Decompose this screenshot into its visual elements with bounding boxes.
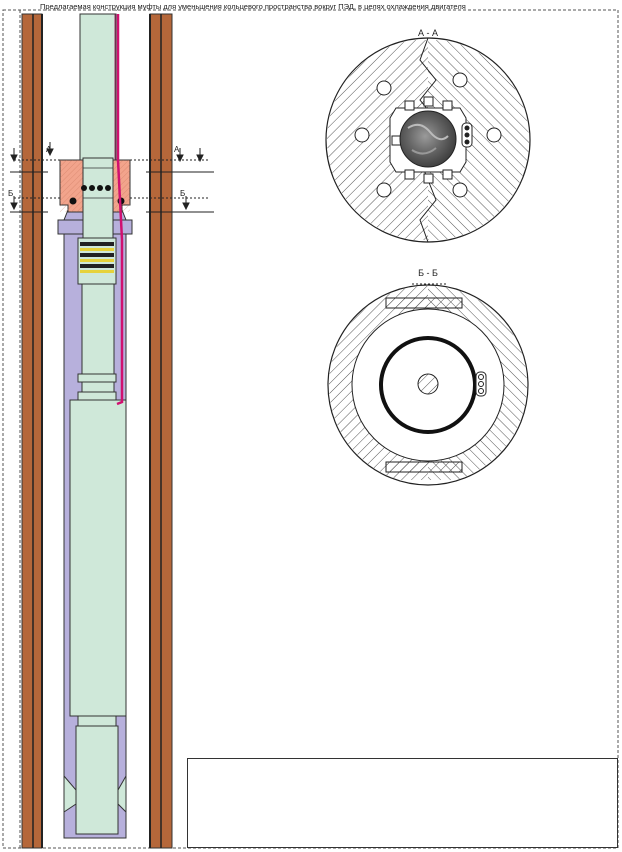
- longitudinal-section: А А Б Б: [8, 13, 214, 849]
- pump-body-upper: [79, 13, 117, 161]
- drawing-caption: Предлагаемая конструкция муфты для умень…: [40, 2, 466, 11]
- inner-shaft: [417, 373, 439, 395]
- ball-seats: [391, 96, 453, 184]
- protector-bands: [80, 242, 114, 273]
- motor-body: [69, 399, 127, 717]
- section-aa-view: А - А: [325, 28, 531, 243]
- centralizer-fin-right: [117, 774, 127, 814]
- shaft-cross-section: [399, 110, 457, 168]
- section-bb-label: Б - Б: [418, 268, 438, 278]
- section-bb-view: Б - Б: [327, 268, 529, 486]
- title-block: [187, 758, 618, 848]
- section-aa-label: А - А: [418, 28, 438, 38]
- section-arrows: [10, 142, 204, 211]
- inner-o-ring: [379, 336, 477, 434]
- bolt-holes: [354, 72, 502, 198]
- cut-marker-b-right: Б: [180, 189, 185, 198]
- motor-base: [75, 725, 119, 835]
- section-cut-lines: [10, 159, 214, 213]
- retaining-pins: [385, 297, 463, 473]
- cut-marker-a-right: А: [174, 145, 180, 154]
- sheet-frame: [2, 9, 619, 849]
- power-cable: [116, 14, 124, 406]
- casing-wall-left: [21, 13, 43, 849]
- centralizer-fin-left: [63, 774, 77, 813]
- cut-marker-b-left: Б: [8, 189, 13, 198]
- cut-marker-a-left: А: [46, 145, 52, 154]
- seal-section: [81, 283, 115, 375]
